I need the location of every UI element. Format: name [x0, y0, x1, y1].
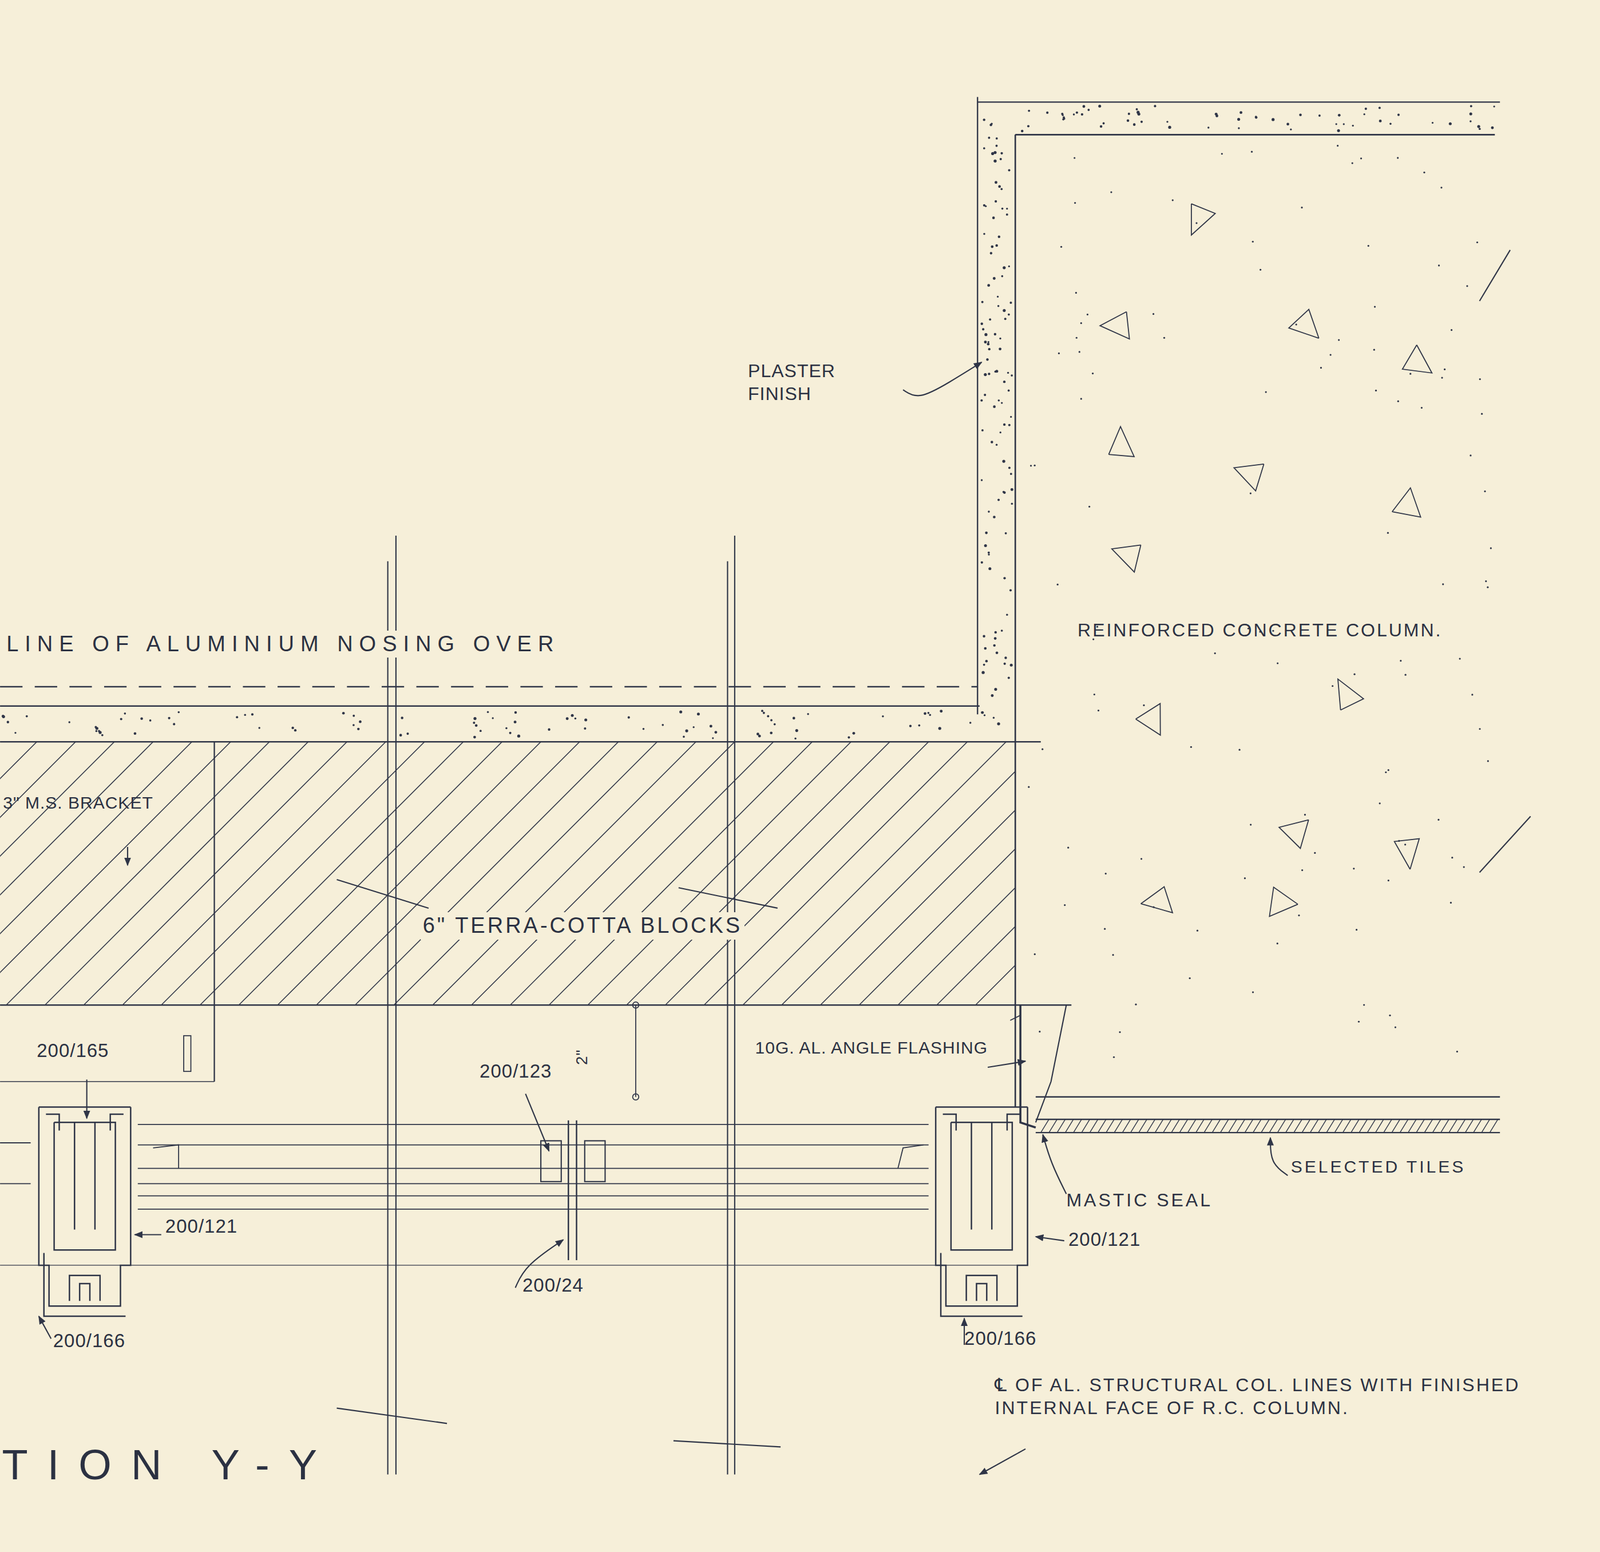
- break-line: [387, 561, 389, 1475]
- leader-line: [1042, 1134, 1067, 1194]
- aluminium-mullion: [38, 1107, 131, 1317]
- break-line: [395, 535, 397, 1475]
- transom-bar: [567, 1120, 569, 1261]
- plaster-outer-edge: [977, 101, 1500, 103]
- glazing-line: [0, 1264, 1021, 1266]
- bracket-line: [0, 1080, 215, 1083]
- aluminium-mullion: [935, 1107, 1028, 1317]
- leader-line: [38, 1316, 51, 1339]
- glazing-bead: [584, 1140, 606, 1182]
- leader-line: [1270, 1137, 1288, 1176]
- column-face: [1015, 133, 1495, 136]
- glazing-bead: [540, 1140, 562, 1182]
- break-line: [734, 535, 736, 1475]
- annotation-label: 200/24: [522, 1273, 584, 1297]
- tile-line: [1035, 1118, 1500, 1120]
- glazing-line: [0, 1142, 31, 1144]
- glazing-line: [137, 1167, 929, 1170]
- glazing-bead: [897, 1145, 924, 1169]
- glazing-line: [137, 1144, 929, 1146]
- annotation-label: TION Y-Y: [2, 1438, 338, 1492]
- annotation-label: REINFORCED CONCRETE COLUMN.: [1077, 618, 1479, 642]
- leader-line: [987, 1060, 1026, 1068]
- annotation-label: 200/166: [53, 1328, 126, 1353]
- concrete-aggregate: [1027, 144, 1492, 1059]
- terra-cotta-hatch: [0, 741, 1016, 1005]
- leader-line: [979, 1448, 1026, 1475]
- annotation-label: 200/121: [165, 1214, 238, 1238]
- glazing-line: [137, 1195, 929, 1197]
- bracket-line: [213, 741, 215, 1082]
- break-symbol: [673, 1440, 781, 1448]
- section-tick: [1479, 816, 1531, 873]
- annotation-label: SELECTED TILES: [1290, 1155, 1467, 1178]
- plaster-outer-edge: [976, 96, 978, 715]
- plaster-stipple: [1, 104, 1496, 740]
- annotation-label: 10G. AL. ANGLE FLASHING: [755, 1036, 996, 1059]
- annotation-label: MASTIC SEAL: [1066, 1188, 1213, 1212]
- glazing-bead: [153, 1145, 180, 1169]
- break-line: [726, 561, 728, 1475]
- glazing-line: [137, 1182, 929, 1184]
- leader-line: [1035, 1236, 1065, 1241]
- glazing-line: [137, 1123, 929, 1126]
- annotation-label: ℄ OF AL. STRUCTURAL COL. LINES WITH FINI…: [995, 1373, 1568, 1420]
- angle-flashing: [1035, 1004, 1067, 1123]
- dimension-line: [635, 1004, 637, 1097]
- tile-line: [1035, 1131, 1500, 1134]
- annotation-label: 3" M.S. BRACKET: [2, 791, 153, 814]
- wall-edge: [0, 705, 980, 707]
- tile-line: [1035, 1096, 1500, 1098]
- section-tick: [1479, 250, 1511, 302]
- break-symbol: [337, 1408, 448, 1424]
- wall-edge: [0, 1004, 1072, 1006]
- leader-line: [134, 1233, 161, 1235]
- break-symbol: [678, 887, 778, 909]
- leader-line: [127, 846, 129, 866]
- annotation-label: PLASTER FINISH: [747, 359, 880, 406]
- annotation-label: 200/165: [36, 1038, 109, 1063]
- leader-line: [86, 1079, 88, 1119]
- annotation-label: 2": [571, 1048, 592, 1065]
- leader-line: [903, 362, 982, 396]
- leader-line: [525, 1093, 549, 1151]
- annotation-label: LINE OF ALUMINIUM NOSING OVER: [4, 630, 562, 659]
- column-face: [1014, 134, 1017, 1107]
- annotation-label: 200/166: [964, 1326, 1037, 1350]
- glazing-line: [0, 1182, 31, 1184]
- annotation-label: 200/121: [1068, 1227, 1141, 1251]
- tile-hatch: [1040, 1119, 1499, 1133]
- bracket-plate: [183, 1035, 191, 1072]
- nosing-line: [0, 686, 978, 688]
- wall-edge: [0, 741, 1041, 743]
- annotation-label: 6" TERRA-COTTA BLOCKS: [420, 912, 746, 940]
- annotation-label: 200/123: [479, 1059, 552, 1083]
- break-symbol: [337, 879, 429, 909]
- transom-bar: [575, 1120, 577, 1261]
- glazing-line: [137, 1208, 929, 1210]
- angle-flashing: [1010, 1015, 1021, 1021]
